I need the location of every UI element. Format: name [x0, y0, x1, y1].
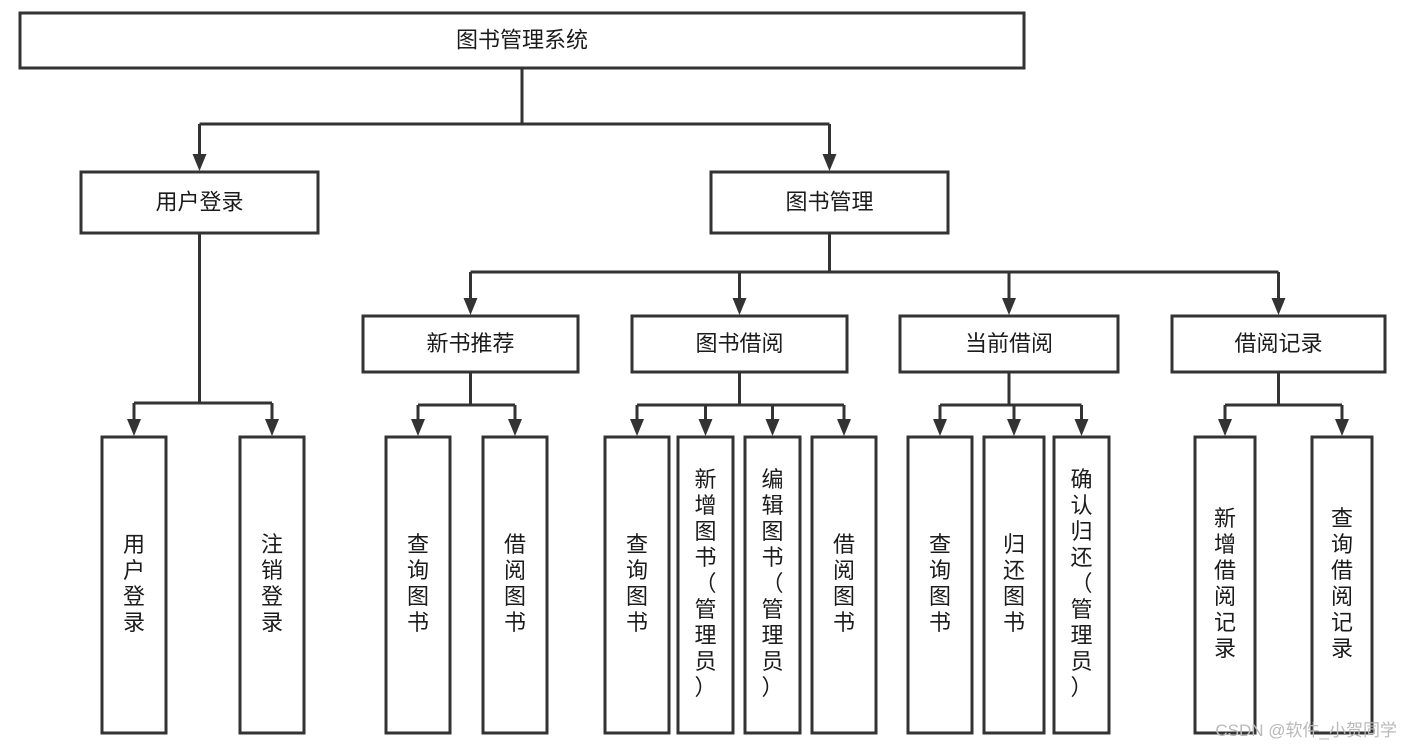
node-label: 用户登录 [155, 189, 243, 214]
leaf-node-leaf-query-book-current[interactable]: 查询图书 [906, 435, 974, 735]
node-label: 确认归还（管理员） [1070, 467, 1092, 700]
csdn-watermark: CSDN @软件_小贺同学 [1215, 721, 1397, 740]
node-box[interactable] [238, 435, 306, 735]
node-label: 图书管理系统 [456, 27, 588, 52]
arrow-head [765, 419, 780, 436]
node-label: 当前借阅 [965, 331, 1053, 356]
arrow-head [192, 154, 207, 171]
node-box[interactable] [603, 435, 671, 735]
arrow-head [265, 419, 279, 436]
node-label: 注销登录 [261, 532, 283, 635]
arrow-head [1271, 298, 1286, 315]
node-label: 借阅图书 [504, 532, 526, 635]
node-box[interactable] [1193, 435, 1257, 735]
leaf-node-leaf-borrow-book-recommend[interactable]: 借阅图书 [481, 435, 549, 735]
node-box[interactable] [1170, 314, 1387, 374]
leaf-node-leaf-query-book-borrow[interactable]: 查询图书 [603, 435, 671, 735]
node-label: 查询图书 [407, 532, 429, 635]
node-label: 查询图书 [626, 532, 648, 635]
node-label: 新书推荐 [426, 331, 514, 356]
arrow-head [411, 419, 425, 436]
arrow-head [732, 298, 747, 315]
leaf-node-leaf-return-book[interactable]: 归还图书 [982, 435, 1046, 735]
level3-node-borrow-record[interactable]: 借阅记录 [1170, 314, 1387, 374]
arrow-head [1007, 419, 1021, 436]
level3-node-book-borrow[interactable]: 图书借阅 [630, 314, 849, 374]
leaf-node-leaf-add-borrow-record[interactable]: 新增借阅记录 [1193, 435, 1257, 735]
node-box[interactable] [481, 435, 549, 735]
leaf-node-leaf-query-borrow-record[interactable]: 查询借阅记录 [1310, 435, 1374, 735]
arrow-head [1335, 419, 1349, 436]
level3-node-new-book-recommend[interactable]: 新书推荐 [361, 314, 580, 374]
level2-node-user-login[interactable]: 用户登录 [79, 170, 320, 235]
node-box[interactable] [743, 435, 802, 735]
node-box[interactable] [384, 435, 452, 735]
arrow-head [698, 419, 713, 436]
node-label: 用户登录 [123, 532, 145, 635]
node-box[interactable] [810, 435, 878, 735]
arrow-head [1218, 419, 1232, 436]
arrow-head [630, 419, 644, 436]
node-box[interactable] [361, 314, 580, 374]
node-box[interactable] [709, 170, 950, 235]
node-box[interactable] [79, 170, 320, 235]
node-box[interactable] [1310, 435, 1374, 735]
node-label: 查询借阅记录 [1331, 506, 1353, 661]
arrow-head [1074, 419, 1089, 436]
leaf-node-leaf-confirm-return-admin[interactable]: 确认归还（管理员） [1052, 435, 1111, 735]
arrow-head [933, 419, 947, 436]
root-node-root[interactable]: 图书管理系统 [18, 11, 1026, 70]
level2-node-book-management[interactable]: 图书管理 [709, 170, 950, 235]
node-box[interactable] [982, 435, 1046, 735]
leaf-node-leaf-add-book-admin[interactable]: 新增图书（管理员） [676, 435, 735, 735]
arrow-head [822, 154, 837, 171]
leaf-node-leaf-borrow-book[interactable]: 借阅图书 [810, 435, 878, 735]
node-box[interactable] [630, 314, 849, 374]
node-label: 归还图书 [1003, 532, 1025, 635]
connector-layer [127, 68, 1349, 436]
node-box[interactable] [906, 435, 974, 735]
node-label: 图书借阅 [695, 331, 783, 356]
node-label: 图书管理 [785, 189, 873, 214]
leaf-node-leaf-query-book-recommend[interactable]: 查询图书 [384, 435, 452, 735]
node-layer: 图书管理系统用户登录图书管理新书推荐图书借阅当前借阅借阅记录用户登录注销登录查询… [18, 11, 1387, 735]
node-label: 新增图书（管理员） [694, 467, 716, 700]
leaf-node-leaf-edit-book-admin[interactable]: 编辑图书（管理员） [743, 435, 802, 735]
node-label: 借阅图书 [833, 532, 855, 635]
arrow-head [1002, 298, 1016, 315]
arrow-head [463, 298, 478, 315]
node-box[interactable] [1052, 435, 1111, 735]
arrow-head [127, 419, 141, 436]
node-box[interactable] [18, 11, 1026, 70]
leaf-node-leaf-user-login[interactable]: 用户登录 [100, 435, 168, 735]
arrow-head [837, 419, 851, 436]
leaf-node-leaf-logout[interactable]: 注销登录 [238, 435, 306, 735]
node-box[interactable] [898, 314, 1120, 374]
arrow-head [508, 419, 522, 436]
node-label: 新增借阅记录 [1214, 506, 1236, 661]
node-box[interactable] [100, 435, 168, 735]
node-label: 借阅记录 [1234, 331, 1322, 356]
level3-node-current-borrow[interactable]: 当前借阅 [898, 314, 1120, 374]
node-box[interactable] [676, 435, 735, 735]
node-label: 查询图书 [929, 532, 951, 635]
node-label: 编辑图书（管理员） [761, 467, 783, 700]
